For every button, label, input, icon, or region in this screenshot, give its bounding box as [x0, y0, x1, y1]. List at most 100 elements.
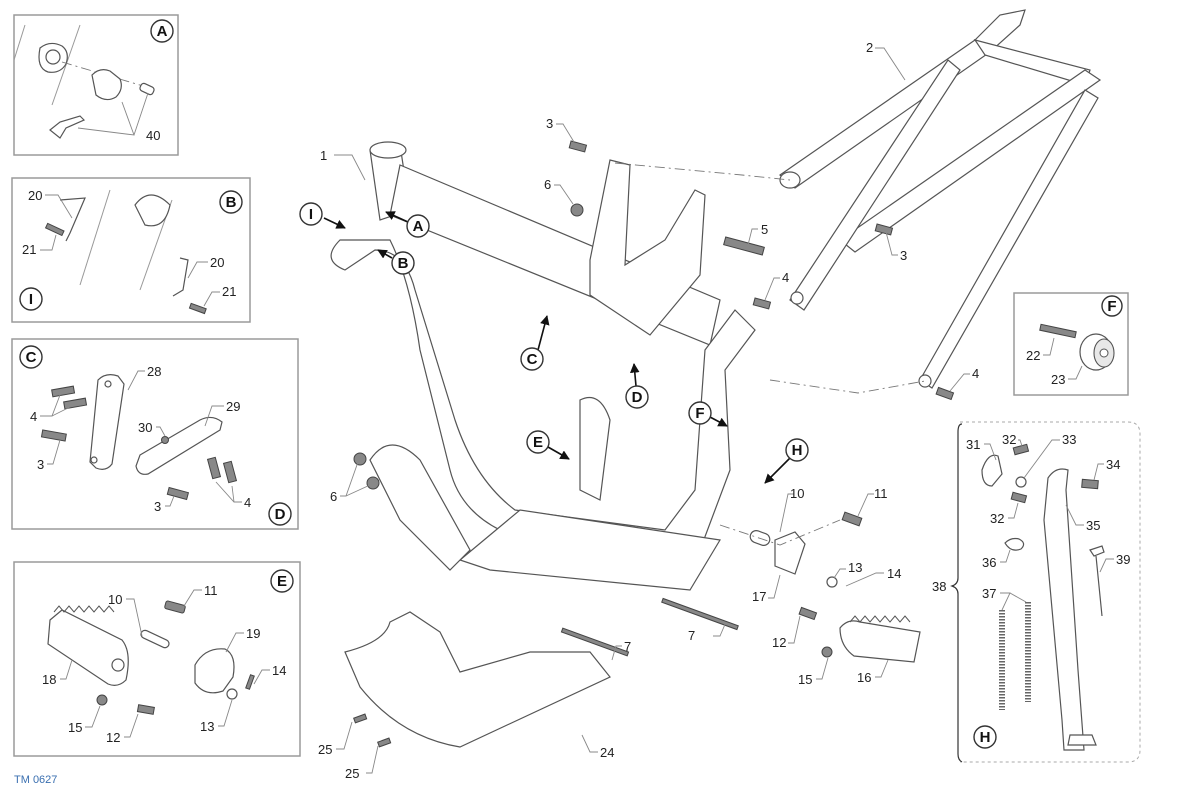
- bolt-4: [935, 386, 955, 401]
- label-3-top: 3: [546, 116, 553, 131]
- callout-letter-c: C: [527, 351, 538, 368]
- bracket-hole: [90, 456, 98, 464]
- label-20-i: 20: [28, 188, 42, 203]
- leader-7: [713, 621, 727, 637]
- bolt-11: [841, 511, 863, 527]
- bolt-4: [206, 456, 222, 480]
- plate-36: [1004, 537, 1025, 551]
- label-15: 15: [798, 672, 812, 687]
- frame-shock-mount: [589, 159, 706, 336]
- label-17: 17: [752, 589, 766, 604]
- inset-a: 40 A: [13, 14, 179, 156]
- label-25-a: 25: [318, 742, 332, 757]
- callout-letter-f: F: [695, 405, 704, 422]
- screw-25: [353, 713, 368, 724]
- label-18: 18: [42, 672, 56, 687]
- callout-circle-a: [406, 214, 430, 238]
- ignition-key: [49, 115, 86, 139]
- screw-21-i: [44, 222, 65, 237]
- spacer-33: [1015, 476, 1027, 488]
- mount-line: [769, 379, 926, 394]
- frame-edge: [79, 189, 111, 286]
- label-7-mid: 7: [688, 628, 695, 643]
- leader-36: [1000, 549, 1011, 563]
- label-32-top: 32: [1002, 432, 1016, 447]
- leader-24: [581, 734, 598, 753]
- bolt-7: [560, 627, 630, 657]
- label-30: 30: [138, 420, 152, 435]
- bracket-hole: [104, 380, 112, 388]
- label-4-mid: 4: [782, 270, 789, 285]
- callout-circle-i: [299, 202, 323, 226]
- label-14: 14: [887, 566, 901, 581]
- leader-6: [340, 461, 359, 497]
- leader-6: [345, 484, 371, 497]
- callout-letter-a: A: [413, 218, 424, 235]
- callout-circle-c: [520, 347, 544, 371]
- bolt-3: [40, 429, 67, 442]
- label-3-c: 3: [37, 457, 44, 472]
- callout-letter-h: H: [792, 442, 803, 459]
- bolt-22: [1039, 323, 1077, 339]
- lock-opening: [45, 49, 61, 65]
- frame-edge: [13, 24, 26, 61]
- leader-2: [875, 47, 906, 81]
- leader-16: [875, 659, 889, 678]
- detail-circle-i: [19, 287, 43, 311]
- bolt-4: [51, 385, 76, 398]
- label-10: 10: [108, 592, 122, 607]
- switch-bracket-31: [981, 454, 1003, 487]
- callout-circle-h: [785, 438, 809, 462]
- label-7-low: 7: [624, 639, 631, 654]
- bolt-32: [1010, 491, 1028, 504]
- leader-3: [165, 495, 175, 507]
- label-35: 35: [1086, 518, 1100, 533]
- label-34: 34: [1106, 457, 1120, 472]
- leader-1: [334, 154, 366, 181]
- label-3-d: 3: [154, 499, 161, 514]
- detail-letter-e: E: [277, 573, 287, 590]
- leader-3: [47, 439, 61, 465]
- leader-19: [225, 632, 244, 653]
- bolt-3: [568, 140, 588, 153]
- leader-29: [204, 405, 224, 427]
- detail-letter-c: C: [26, 349, 37, 366]
- inset-e-frame: [13, 561, 301, 757]
- bracket-29: [135, 416, 223, 475]
- detail-letter-d: D: [275, 506, 286, 523]
- detail-letter-b: B: [226, 194, 237, 211]
- leader-39: [1099, 558, 1114, 573]
- inset-e: 10 11 19 14 18 15 12 13 E: [13, 561, 301, 757]
- bolt-34: [1081, 478, 1099, 490]
- callout-letter-b: B: [398, 255, 409, 272]
- label-3-sub: 3: [900, 248, 907, 263]
- springs-37: [999, 602, 1031, 710]
- callout-letter-i: I: [309, 206, 313, 223]
- leader-20: [187, 261, 208, 279]
- subframe-lower-tube: [838, 69, 1102, 253]
- group-brace: [950, 423, 963, 763]
- leader-5: [747, 228, 758, 246]
- mount-hole: [918, 374, 932, 388]
- detail-circle-h: [973, 725, 997, 749]
- label-12: 12: [772, 635, 786, 650]
- cable-guide-b: [172, 257, 189, 297]
- leader-12: [124, 713, 139, 738]
- leader-20: [45, 194, 73, 219]
- label-1: 1: [320, 148, 327, 163]
- sidestand-35: [1043, 468, 1085, 751]
- label-12: 12: [106, 730, 120, 745]
- callout-circle-e: [526, 430, 550, 454]
- callout-letter-e: E: [533, 434, 543, 451]
- nut-6: [366, 476, 380, 490]
- washer-13: [826, 576, 838, 588]
- main-labels: 1 2 3 6 5 4 3 4 6 10 11 17 13 14 12 7 7 …: [318, 40, 979, 781]
- steering-head-top: [369, 141, 407, 159]
- callout-arrow-i: [323, 217, 346, 229]
- label-4-low: 4: [972, 366, 979, 381]
- mount-line: [719, 519, 841, 546]
- label-11: 11: [204, 583, 218, 598]
- leader-28: [127, 370, 145, 391]
- detail-circle-c: [19, 345, 43, 369]
- label-19: 19: [246, 626, 260, 641]
